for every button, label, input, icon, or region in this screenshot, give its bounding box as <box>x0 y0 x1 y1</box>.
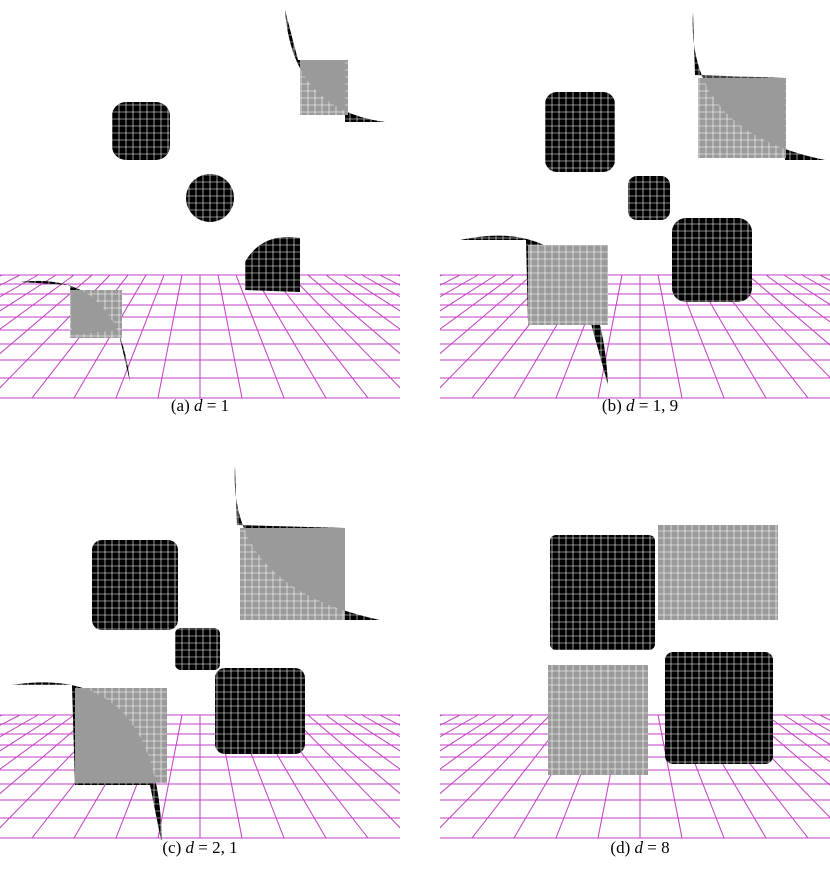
floor-grid-line <box>440 274 479 298</box>
floor-grid-line <box>157 714 183 839</box>
floor-grid-line <box>271 274 369 399</box>
floor-grid-line <box>657 714 683 839</box>
floor-grid-line <box>597 274 623 399</box>
block-bottom-right <box>665 652 773 764</box>
panel-b: (b) d = 1, 9 <box>440 0 830 415</box>
panel-c: (c) d = 2, 1 <box>0 440 400 857</box>
floor-grid-line <box>440 714 533 795</box>
floor-grid-line <box>801 274 830 292</box>
floor-grid-line <box>379 274 400 286</box>
floor-grid <box>440 274 830 399</box>
floor-grid-line <box>440 714 461 726</box>
caption-a: (a) d = 1 <box>170 396 230 415</box>
surface-plot-d <box>440 525 830 839</box>
floor-grid-line <box>0 274 57 312</box>
floor-grid-line <box>325 274 400 330</box>
floor-grid-line <box>440 714 515 770</box>
floor-grid-line <box>0 714 39 738</box>
floor-grid-line <box>729 274 830 379</box>
floor-grid-line <box>440 274 497 312</box>
floor-grid-line <box>361 714 400 738</box>
floor-grid-line <box>0 714 57 752</box>
arm-upper-right-light <box>240 528 345 620</box>
surface-plot-a <box>0 10 400 399</box>
blob-lower-right <box>672 218 752 302</box>
floor-grid-line <box>0 714 75 770</box>
floor-grid-line <box>397 274 400 277</box>
floor-grid-line <box>307 274 400 355</box>
surface-plot-b <box>440 12 830 399</box>
arm-lower-left-light <box>75 688 167 783</box>
panel-d: (d) d = 8 <box>440 440 830 857</box>
arm-lower-left-light <box>528 245 608 325</box>
panel-a: (a) d = 1 <box>0 0 400 415</box>
floor-grid-line <box>217 274 243 399</box>
floor-grid-line <box>289 714 400 829</box>
floor-grid-line <box>289 274 400 389</box>
floor-grid-line <box>307 714 400 795</box>
floor-grid-line <box>361 274 400 298</box>
floor-grid-line <box>157 274 183 399</box>
floor-grid-line <box>0 274 75 330</box>
floor-grid-line <box>801 714 830 732</box>
floor-grid-line <box>783 274 830 306</box>
floor-grid-line <box>397 714 400 717</box>
floor-grid-line <box>0 274 93 355</box>
floor-grid-line <box>235 274 285 399</box>
floor-grid-line <box>440 274 515 330</box>
floor-grid-line <box>440 714 479 738</box>
caption-c: (c) d = 2, 1 <box>162 838 238 857</box>
surface-plot-c <box>0 466 400 840</box>
floor-grid-line <box>0 274 21 286</box>
floor-grid <box>0 714 400 839</box>
floor-grid-line <box>115 274 165 399</box>
floor-grid-line <box>440 714 443 717</box>
floor-grid-line <box>747 274 830 346</box>
floor-grid <box>0 274 400 399</box>
floor-grid-line <box>440 274 461 286</box>
caption-d: (d) d = 8 <box>610 838 670 857</box>
floor-grid-line <box>0 714 3 717</box>
floor-grid-line <box>0 714 21 726</box>
floor-grid-line <box>765 274 830 323</box>
blob-lower-right <box>215 668 305 754</box>
blob-center <box>628 176 670 220</box>
floor-grid-line <box>0 274 39 298</box>
floor-grid-line <box>0 274 3 277</box>
floor-grid-line <box>783 714 830 746</box>
floor-grid-line <box>253 274 327 399</box>
floor-grid-line <box>765 714 830 763</box>
floor-grid-line <box>819 714 830 721</box>
blob-center <box>175 628 220 670</box>
arm-upper-right-light <box>698 78 786 158</box>
block-top-right <box>658 525 778 620</box>
floor-grid-line <box>379 714 400 726</box>
floor-grid-line <box>343 714 400 752</box>
floor-grid-line <box>440 714 551 829</box>
floor-grid-line <box>440 274 443 277</box>
floor-grid-line <box>440 714 497 752</box>
floor-grid-line <box>325 714 400 770</box>
floor-grid-line <box>343 274 400 312</box>
arm-upper-right-light <box>300 60 348 115</box>
blob-top-left <box>92 540 178 630</box>
caption-b: (b) d = 1, 9 <box>601 396 679 415</box>
arm-lower-left-light <box>70 290 122 338</box>
floor-grid-line <box>819 274 830 281</box>
floor-grid-line <box>657 274 683 399</box>
floor-grid-line <box>0 714 93 795</box>
blob-top-left <box>112 102 170 160</box>
floor-grid-line <box>440 274 533 355</box>
